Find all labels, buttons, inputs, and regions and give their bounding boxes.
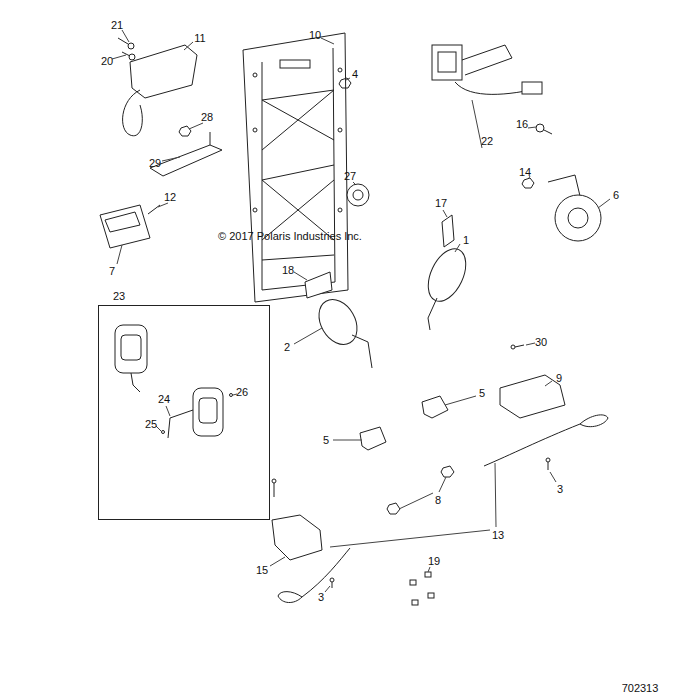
callout-number: 26 <box>236 387 248 398</box>
callout-number: 28 <box>201 112 213 123</box>
callout-number: 12 <box>164 192 176 203</box>
callout-number: 3 <box>318 592 324 603</box>
callout-number: 15 <box>256 565 268 576</box>
callout-number: 1 <box>463 235 469 246</box>
callout-number: 18 <box>282 265 294 276</box>
callout-number: 9 <box>556 373 562 384</box>
copyright-note: © 2017 Polaris Industries Inc. <box>218 231 362 242</box>
group-frame: 23 <box>98 305 270 520</box>
callout-number: 25 <box>145 419 157 430</box>
callout-number: 11 <box>194 33 205 44</box>
callout-number: 2 <box>284 342 290 353</box>
callout-number: 5 <box>323 435 329 446</box>
callout-number: 16 <box>516 119 528 130</box>
callout-number: 4 <box>352 69 358 80</box>
callout-number: 20 <box>101 56 113 67</box>
callout-number: 24 <box>158 394 170 405</box>
callout-number: 8 <box>435 495 441 506</box>
callout-number: 22 <box>481 136 493 147</box>
callout-number: 27 <box>344 171 356 182</box>
callout-number: 13 <box>492 530 504 541</box>
callout-number: 30 <box>535 337 547 348</box>
callout-number: 17 <box>435 198 447 209</box>
callout-number: 29 <box>149 158 161 169</box>
callout-number: 5 <box>479 388 485 399</box>
callout-number: 21 <box>111 20 123 31</box>
callout-number: 3 <box>557 484 563 495</box>
callout-number: 23 <box>113 291 125 302</box>
callout-number: 6 <box>613 190 619 201</box>
callout-number: 14 <box>519 167 531 178</box>
callout-number: 10 <box>309 30 321 41</box>
callout-number: 7 <box>109 266 115 277</box>
callout-number: 19 <box>428 556 440 567</box>
diagram-number: 702313 <box>622 683 659 694</box>
